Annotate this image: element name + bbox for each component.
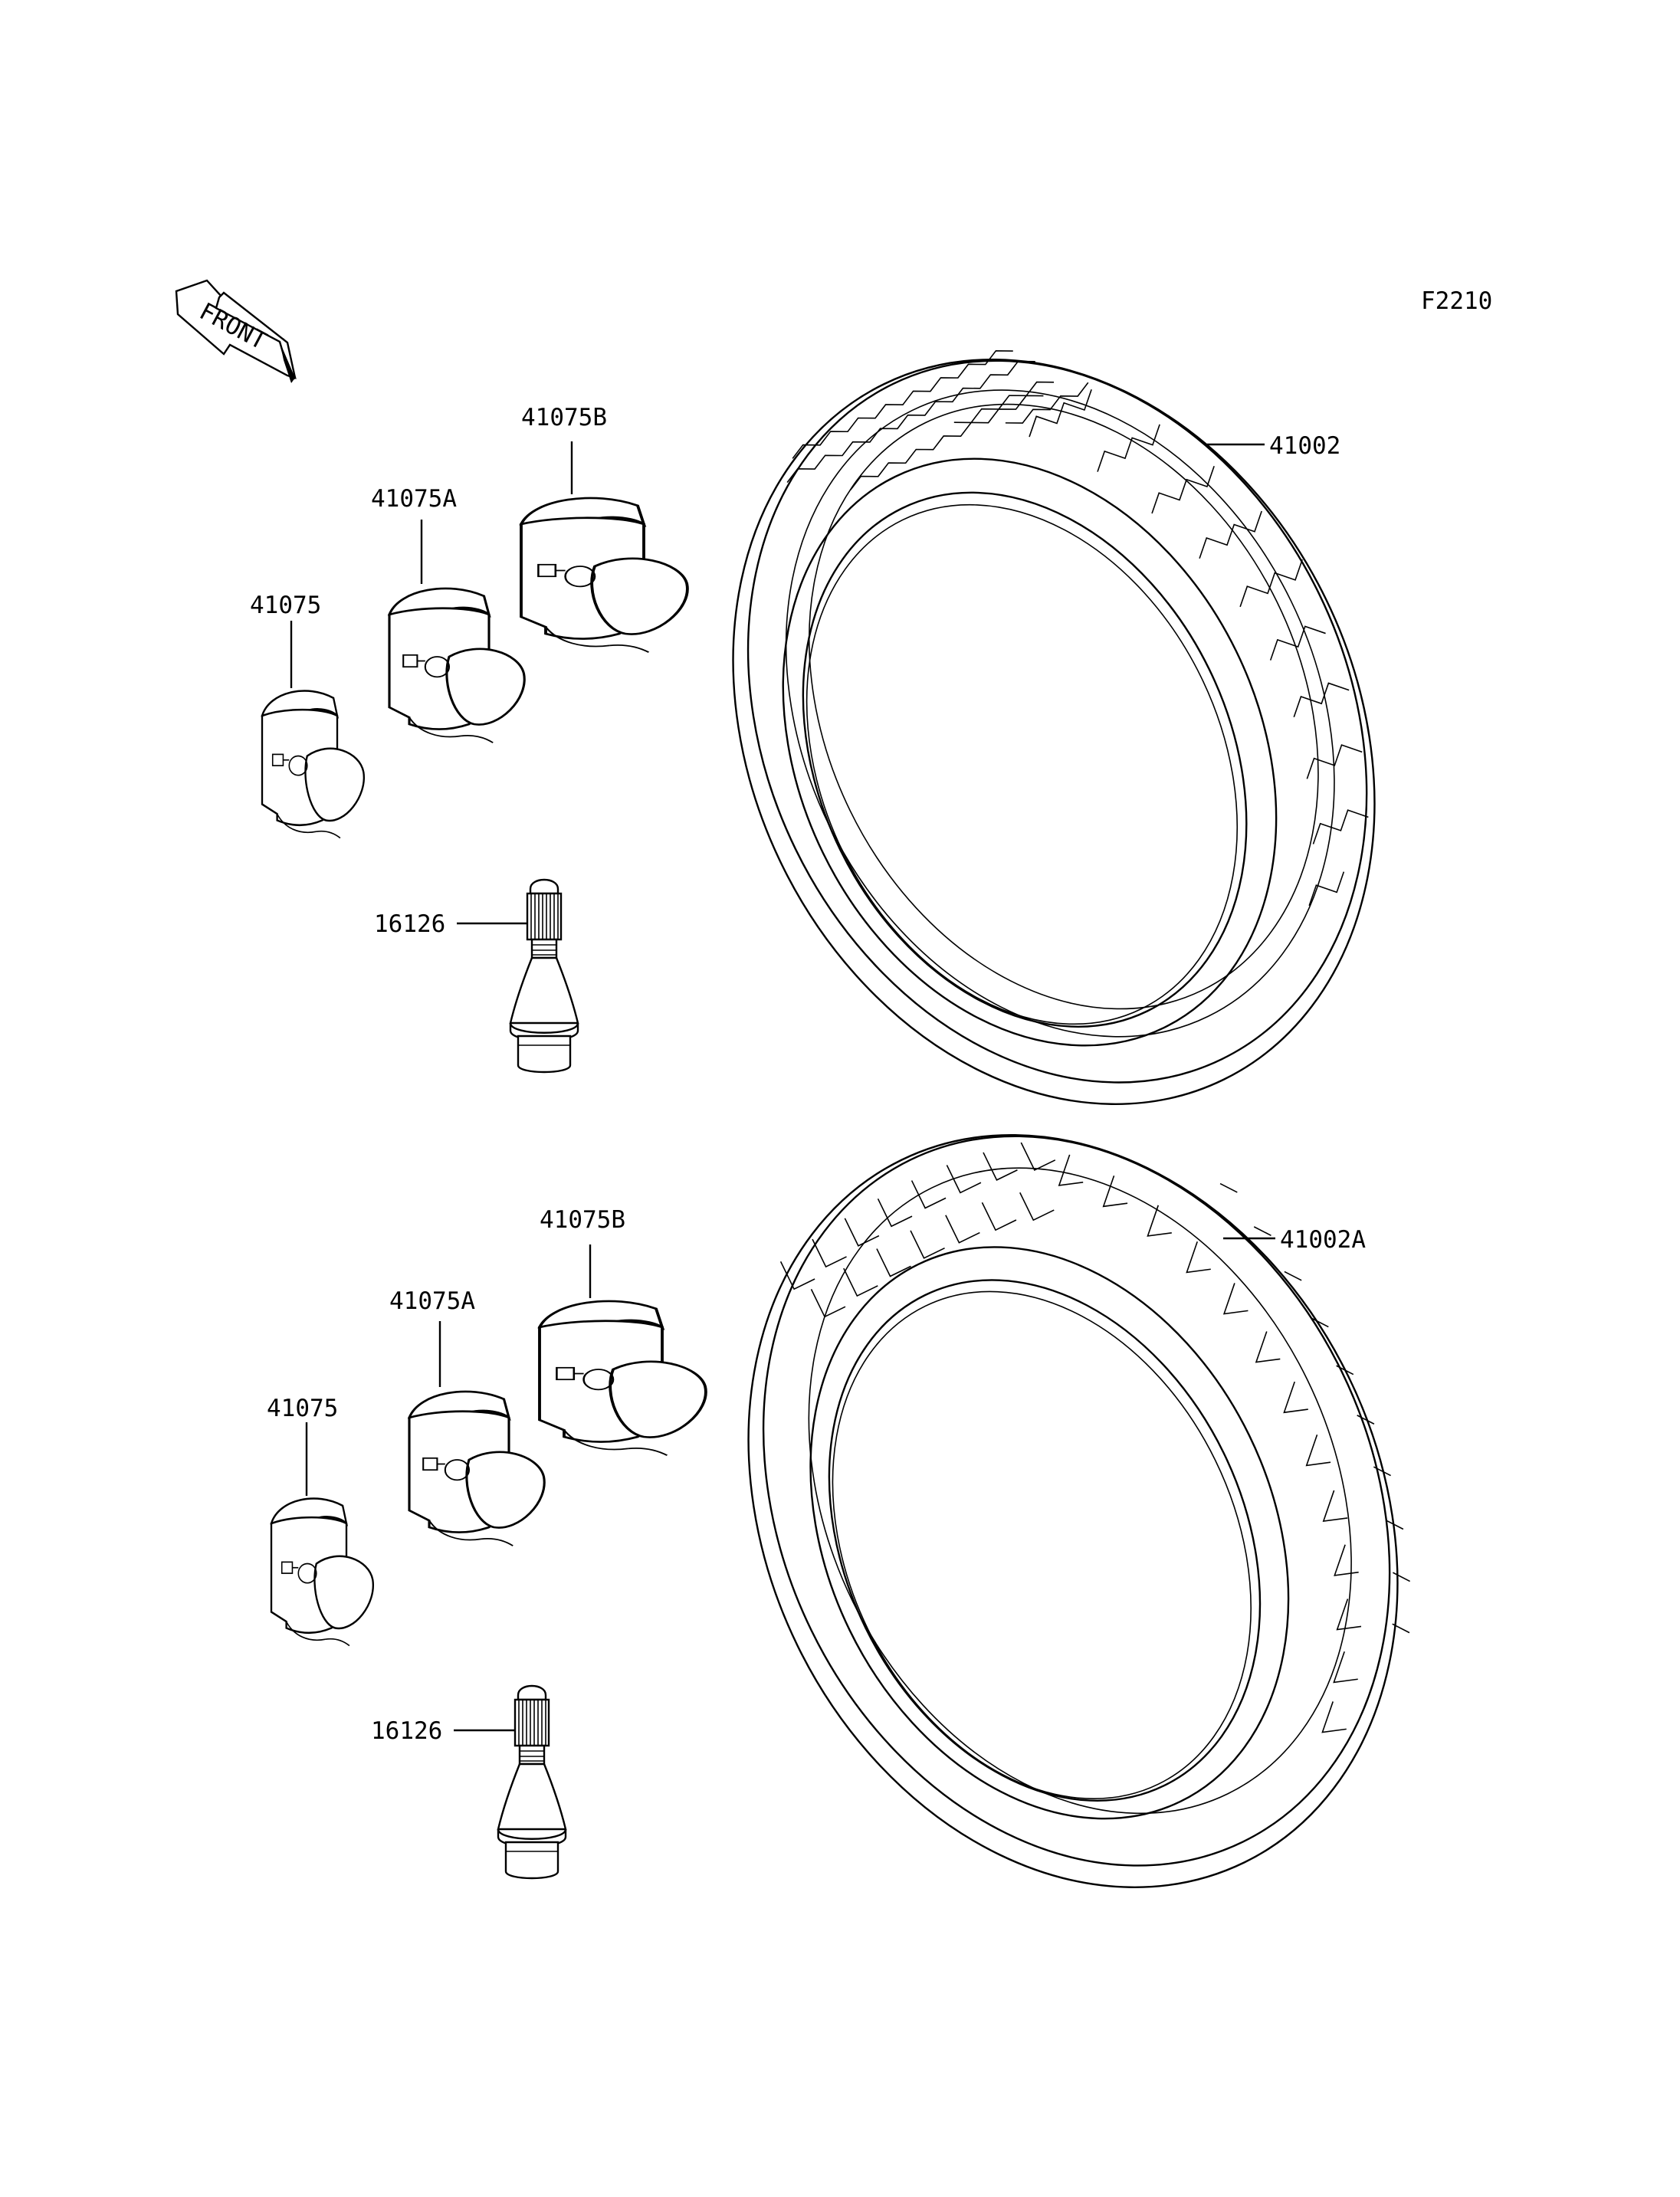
tire-41002A [747,1134,1410,1888]
label-upper-16126: 16126 [374,910,445,938]
front-arrow-icon: FRONT [175,279,297,383]
label-lower-16126: 16126 [371,1717,442,1745]
label-lower-41075B: 41075B [540,1206,625,1234]
tread-pattern [779,1142,1410,1733]
label-41002: 41002 [1269,432,1340,460]
label-lower-41075A: 41075A [389,1287,475,1315]
label-41002A: 41002A [1280,1226,1366,1254]
label-upper-41075B: 41075B [521,404,607,431]
tire-41002 [732,350,1376,1105]
figure-code: F2210 [1421,287,1492,315]
label-upper-41075A: 41075A [371,485,457,513]
label-upper-41075: 41075 [250,592,321,619]
label-lower-41075: 41075 [267,1395,338,1422]
tread-pattern [786,350,1369,907]
